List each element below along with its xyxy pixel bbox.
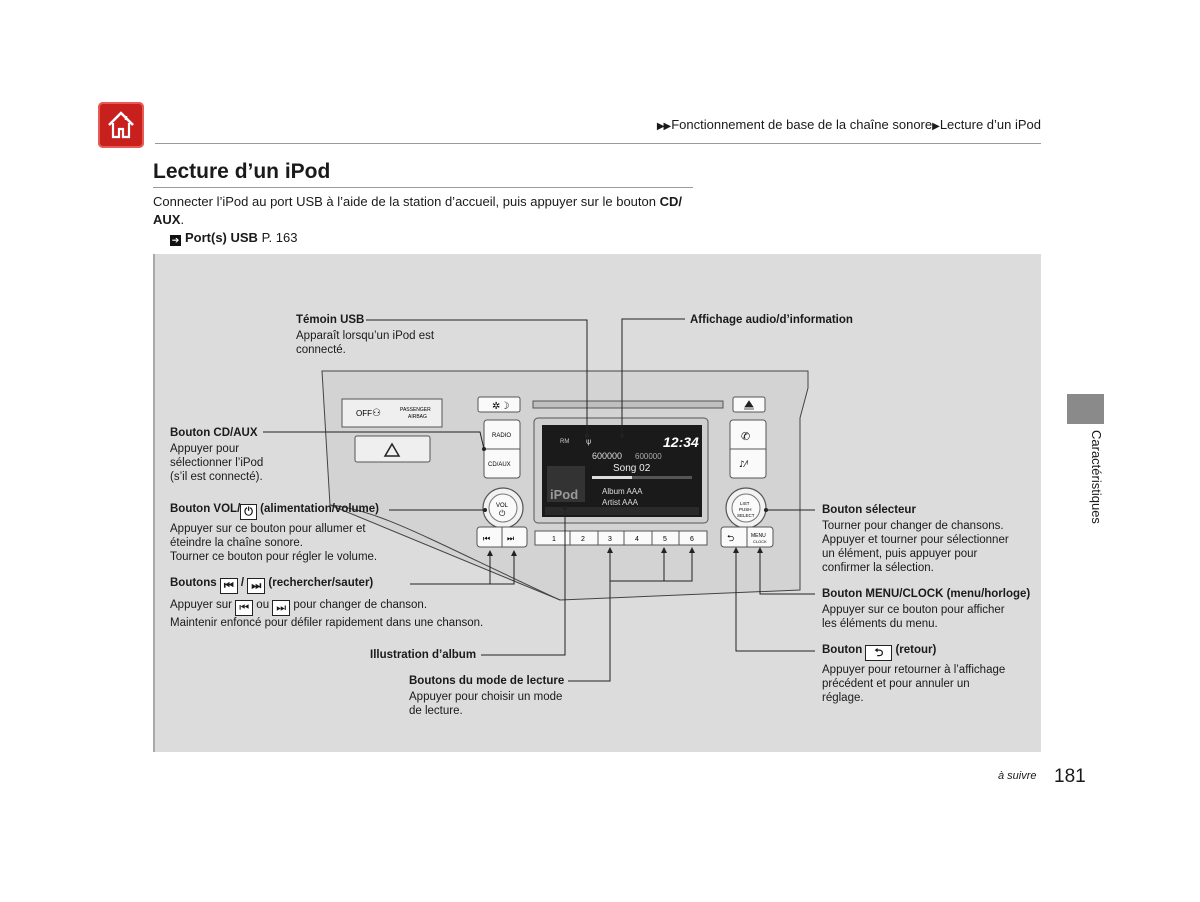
home-button[interactable] <box>98 102 144 148</box>
power-icon: ⏻ <box>499 509 506 518</box>
power-icon: ⏻ <box>240 504 257 520</box>
cd-slot <box>532 400 724 409</box>
preset-button: 1 <box>552 536 556 543</box>
page-number: 181 <box>1054 766 1086 787</box>
cross-reference-link[interactable]: ➔Port(s) USB P. 163 <box>170 230 298 246</box>
svg-text:AIRBAG: AIRBAG <box>408 414 427 420</box>
hazard-icon <box>383 442 401 457</box>
section-tab[interactable] <box>1067 394 1104 424</box>
back-icon: ⮌ <box>727 534 734 544</box>
preset-button: 5 <box>663 536 667 543</box>
svg-text:SELECT: SELECT <box>737 513 755 518</box>
seat-person-icon: ⚇ <box>372 408 381 419</box>
seek-back-icon: ⏮ <box>483 534 490 543</box>
preset-button: 2 <box>581 536 585 543</box>
continued-label: à suivre <box>998 770 1037 782</box>
screen-track: 600000 <box>592 451 622 461</box>
title-rule <box>153 187 693 188</box>
page-title: Lecture d’un iPod <box>153 160 331 183</box>
back-icon: ⮌ <box>865 645 893 661</box>
section-tab-label: Caractéristiques <box>1089 430 1104 524</box>
preset-button: 6 <box>690 536 694 543</box>
album-art-callout: Illustration d’album <box>370 649 477 661</box>
audio-unit-drawing: OFF ⚇ PASSENGER AIRBAG ✲☽ RADIO CD/AUX ✆… <box>263 318 815 682</box>
screen-track-total: 600000 <box>635 452 662 461</box>
menu-clock-callout: Bouton MENU/CLOCK (menu/horloge)Appuyer … <box>822 588 1031 630</box>
seek-back-icon: ⏮ <box>235 600 254 616</box>
breadcrumb: ▶▶Fonctionnement de base de la chaîne so… <box>656 117 1041 132</box>
screen-clock: 12:34 <box>663 434 699 450</box>
vol-knob: VOL <box>496 503 509 509</box>
screen-album: Album AAA <box>602 487 643 496</box>
breadcrumb-item[interactable]: Lecture d’un iPod <box>939 117 1041 132</box>
arrow-right-icon: ➔ <box>170 235 181 246</box>
svg-text:PASSENGER: PASSENGER <box>400 407 431 413</box>
header-rule <box>155 143 1041 144</box>
usb-indicator-icon: ψ <box>586 437 591 446</box>
seek-callout: Boutons ⏮ / ⏭ (rechercher/sauter) Appuye… <box>170 577 484 629</box>
preset-button: 3 <box>608 536 612 543</box>
radio-button: RADIO <box>492 433 511 439</box>
seek-back-icon: ⏮ <box>219 578 238 594</box>
seek-forward-icon: ⏭ <box>272 600 291 616</box>
menu-button: MENU <box>751 533 766 539</box>
vol-callout: Bouton VOL/⏻ (alimentation/volume) Appuy… <box>170 503 380 563</box>
svg-text:RM: RM <box>560 439 569 445</box>
preset-button: 4 <box>635 536 639 543</box>
eject-icon <box>744 400 754 410</box>
screen-ipod-logo: iPod <box>550 487 578 502</box>
seek-forward-icon: ⏭ <box>247 578 266 594</box>
seek-forward-icon: ⏭ <box>507 534 514 543</box>
brightness-button <box>477 396 521 413</box>
svg-text:PUSH: PUSH <box>739 507 752 512</box>
airbag-off-text: OFF <box>356 409 372 418</box>
voice-icon: ♪⁄⁾ <box>739 460 749 470</box>
clock-button: CLOCK <box>753 539 767 544</box>
home-icon <box>108 111 134 139</box>
display-callout: Affichage audio/d’information <box>690 314 853 326</box>
breadcrumb-item[interactable]: Fonctionnement de base de la chaîne sono… <box>671 117 933 132</box>
cdaux-button: CD/AUX <box>488 462 511 468</box>
brightness-icon: ✲☽ <box>492 401 509 412</box>
intro-bold: CD/ AUX <box>153 194 682 227</box>
phone-icon: ✆ <box>741 430 750 443</box>
svg-text:LIST: LIST <box>740 501 750 506</box>
back-callout: Bouton ⮌ (retour) Appuyer pour retourner… <box>822 644 1006 704</box>
intro-paragraph: Connecter l’iPod au port USB à l’aide de… <box>153 194 682 227</box>
screen-artist: Artist AAA <box>602 498 639 507</box>
screen-song: Song 02 <box>613 463 651 474</box>
